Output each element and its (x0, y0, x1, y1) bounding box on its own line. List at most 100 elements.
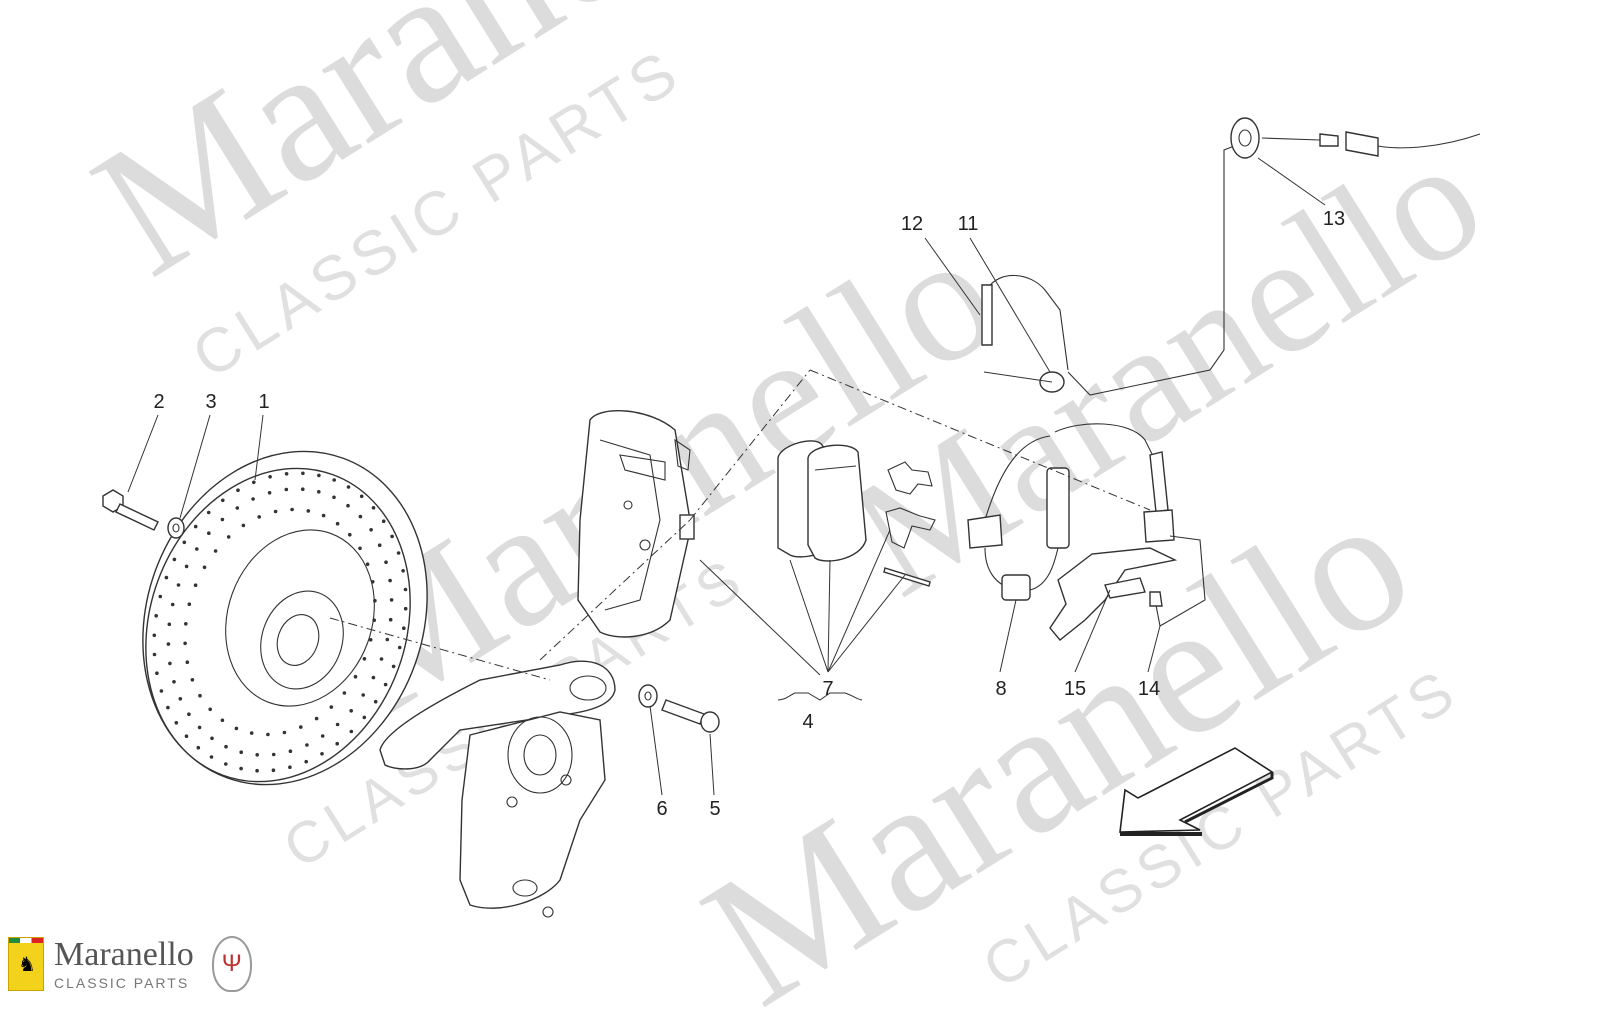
drill-hole (182, 540, 187, 545)
front-direction-arrow-icon (1119, 747, 1274, 836)
drill-hole (152, 652, 157, 657)
brake-caliper (577, 410, 695, 638)
drill-hole (224, 744, 228, 749)
alignment-lines (329, 369, 1151, 681)
drill-hole (390, 534, 394, 539)
trident-seal-icon: Ψ (211, 936, 252, 992)
drill-hole (332, 495, 336, 500)
sensor-bracket (1049, 547, 1178, 641)
caliper-bolt (661, 699, 720, 733)
prancing-horse-shield-icon: ♞ (8, 937, 44, 991)
drill-hole (401, 569, 405, 573)
drill-hole (284, 472, 289, 476)
drill-hole (373, 699, 378, 704)
drill-hole (155, 671, 159, 675)
drill-hole (335, 722, 340, 727)
drill-hole (361, 693, 366, 697)
watermark-maranello-1: Maranello (61, 0, 834, 316)
drill-hole (329, 705, 334, 709)
drill-hole (403, 587, 408, 592)
drill-hole (372, 618, 377, 622)
drill-hole (397, 645, 402, 650)
drill-hole (359, 494, 364, 499)
drill-hole (257, 515, 262, 519)
drill-hole (178, 697, 183, 701)
drill-hole (184, 564, 189, 569)
drill-hole (304, 759, 309, 764)
drill-hole (207, 531, 211, 535)
drill-hole (342, 691, 347, 695)
drill-hole (154, 614, 158, 618)
drill-hole (168, 661, 172, 666)
drill-hole (249, 731, 254, 735)
drill-hole (317, 490, 321, 494)
drill-hole (185, 660, 190, 664)
drill-hole (384, 560, 388, 564)
drill-hole (273, 509, 278, 514)
drill-hole (335, 521, 340, 526)
callout-8: 8 (995, 678, 1006, 700)
drill-hole (268, 475, 272, 479)
drill-hole (362, 715, 367, 720)
drill-hole (383, 682, 388, 687)
drill-hole (152, 633, 157, 638)
drill-hole (224, 762, 228, 766)
drill-hole (167, 622, 172, 627)
drill-hole (195, 547, 199, 551)
drill-hole (370, 580, 375, 584)
drill-hole (255, 768, 259, 773)
drill-hole (381, 519, 386, 523)
drill-hole (166, 642, 171, 646)
drill-hole (385, 637, 390, 642)
drill-hole (184, 734, 189, 738)
drill-hole (284, 487, 289, 492)
drill-hole (209, 755, 214, 759)
caliper-washer (638, 684, 658, 708)
drill-hole (226, 535, 231, 539)
drill-hole (221, 498, 225, 503)
disc-bolt (102, 489, 159, 531)
drill-hole (373, 598, 377, 603)
brand-text: Maranello CLASSIC PARTS (54, 938, 194, 991)
drill-hole (193, 524, 198, 529)
drill-hole (396, 551, 401, 555)
drill-hole (305, 743, 309, 747)
drill-hole (170, 602, 175, 607)
drill-hole (172, 557, 177, 562)
drill-hole (388, 578, 392, 583)
drill-hole (282, 730, 287, 735)
brake-pads (777, 440, 867, 562)
drill-hole (362, 657, 367, 661)
drill-hole (166, 705, 170, 710)
drill-hole (317, 473, 321, 478)
drill-hole (288, 749, 293, 753)
drill-hole (358, 514, 363, 519)
drill-hole (196, 745, 201, 750)
drill-hole (368, 638, 373, 642)
drill-hole (266, 732, 270, 737)
callout-labels: 1 2 3 4 5 6 7 8 11 12 13 14 15 (153, 208, 1345, 820)
drill-hole (320, 734, 325, 738)
drill-hole (184, 622, 188, 626)
drill-hole (159, 689, 164, 693)
drill-hole (252, 480, 256, 485)
leader-lines (127, 157, 1326, 796)
drill-hole (388, 617, 393, 622)
drill-hole (241, 523, 246, 528)
drill-hole (346, 503, 350, 508)
drill-hole (301, 471, 305, 476)
callout-1: 1 (258, 391, 269, 413)
drill-hole (335, 741, 340, 746)
drill-hole (234, 726, 239, 731)
drill-hole (174, 721, 179, 725)
drill-hole (267, 491, 272, 495)
drill-hole (346, 485, 351, 489)
drill-hole (202, 565, 207, 570)
drill-hole (377, 543, 382, 547)
drill-hole (172, 680, 176, 684)
drill-hole (379, 657, 384, 661)
drill-hole (389, 598, 394, 602)
drill-hole (176, 583, 181, 587)
drill-hole (320, 752, 324, 756)
callout-6: 6 (656, 798, 667, 820)
